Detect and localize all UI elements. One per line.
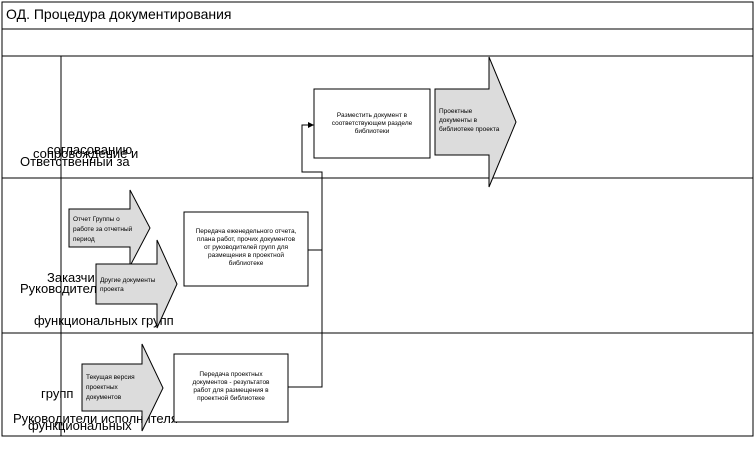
process-box-frame bbox=[183, 211, 309, 287]
box-text-line: проектной библиотеке bbox=[197, 394, 265, 402]
doc-arrow-current-version: Текущая версия проектных документов bbox=[81, 343, 164, 432]
box-text-line: Разместить документ в bbox=[337, 112, 408, 119]
lane-label-line: функциональных групп bbox=[34, 313, 174, 328]
box-text-line: библиотеке bbox=[229, 259, 264, 267]
lane-label-customer-group-leads: Заказчика Руководители функциональных гр… bbox=[20, 270, 174, 328]
process-box-transfer-project: Передача проектных документов - результа… bbox=[173, 353, 289, 423]
doc-arrow-other-docs: Другие документы проекта bbox=[95, 239, 178, 329]
box-text-line: Передача проектных bbox=[199, 371, 263, 378]
doc-arrow-shape bbox=[434, 56, 517, 188]
process-box-frame bbox=[173, 353, 289, 423]
box-text-line: работе за отчетный bbox=[73, 225, 133, 233]
lane-label-line: сопровождение и bbox=[33, 146, 138, 161]
box-text-line: библиотеке проекта bbox=[439, 125, 500, 133]
box-text-line: документов bbox=[86, 394, 122, 401]
box-text-line: от руководителей групп для bbox=[204, 243, 289, 251]
doc-arrow-shape bbox=[81, 343, 164, 432]
lane-label-line: групп bbox=[41, 386, 73, 401]
lane-label-line: функциональных bbox=[28, 418, 132, 433]
box-text-line: документов - результатов bbox=[192, 379, 270, 386]
lane-label-line: согласованию bbox=[47, 142, 132, 157]
box-text-line: Отчет Группы о bbox=[73, 216, 120, 223]
process-box-frame bbox=[313, 88, 431, 159]
lane-label-line: Заказчика bbox=[47, 270, 109, 285]
box-text-line: соответствующем разделе bbox=[332, 120, 413, 127]
box-text-line: Другие документы bbox=[100, 277, 156, 284]
connector-to-place-doc bbox=[288, 124, 323, 388]
lane-label-line: Ответственный за bbox=[20, 154, 130, 169]
box-text-line: документы в bbox=[439, 117, 478, 124]
diagram-title: ОД. Процедура документирования bbox=[6, 6, 232, 22]
doc-arrow-shape bbox=[95, 239, 178, 329]
doc-arrow-project-library: Проектные документы в библиотеке проекта bbox=[434, 56, 517, 188]
box-text-line: период bbox=[73, 236, 95, 243]
doc-arrow-group-report: Отчет Группы о работе за отчетный период bbox=[68, 189, 151, 267]
box-text-line: плана работ, прочих документов bbox=[197, 235, 296, 243]
box-text-line: Текущая версия bbox=[86, 374, 135, 381]
box-text-line: библиотеки bbox=[355, 127, 390, 135]
lane-label-line: Руководители исполнителя bbox=[13, 411, 178, 426]
arrowhead-icon bbox=[308, 122, 314, 128]
box-text-line: Проектные bbox=[439, 108, 473, 115]
box-text-line: проекта bbox=[100, 286, 124, 293]
process-box-place-document: Разместить документ в соответствующем ра… bbox=[313, 88, 431, 159]
lane-label-responsible: согласованию сопровождение и Ответственн… bbox=[20, 142, 138, 169]
box-text-line: работ для размещения в bbox=[193, 386, 269, 394]
process-box-transfer-weekly: Передача еженедельного отчета, плана раб… bbox=[183, 211, 309, 287]
box-text-line: проектных bbox=[86, 384, 119, 391]
box-text-line: Передача еженедельного отчета, bbox=[196, 228, 297, 235]
doc-arrow-shape bbox=[68, 189, 151, 267]
box-text-line: размещения в проектной bbox=[208, 251, 284, 259]
lane-label-line: Руководители bbox=[20, 281, 104, 296]
lane-label-executor-group-leads: групп Руководители исполнителя функциона… bbox=[13, 386, 178, 433]
